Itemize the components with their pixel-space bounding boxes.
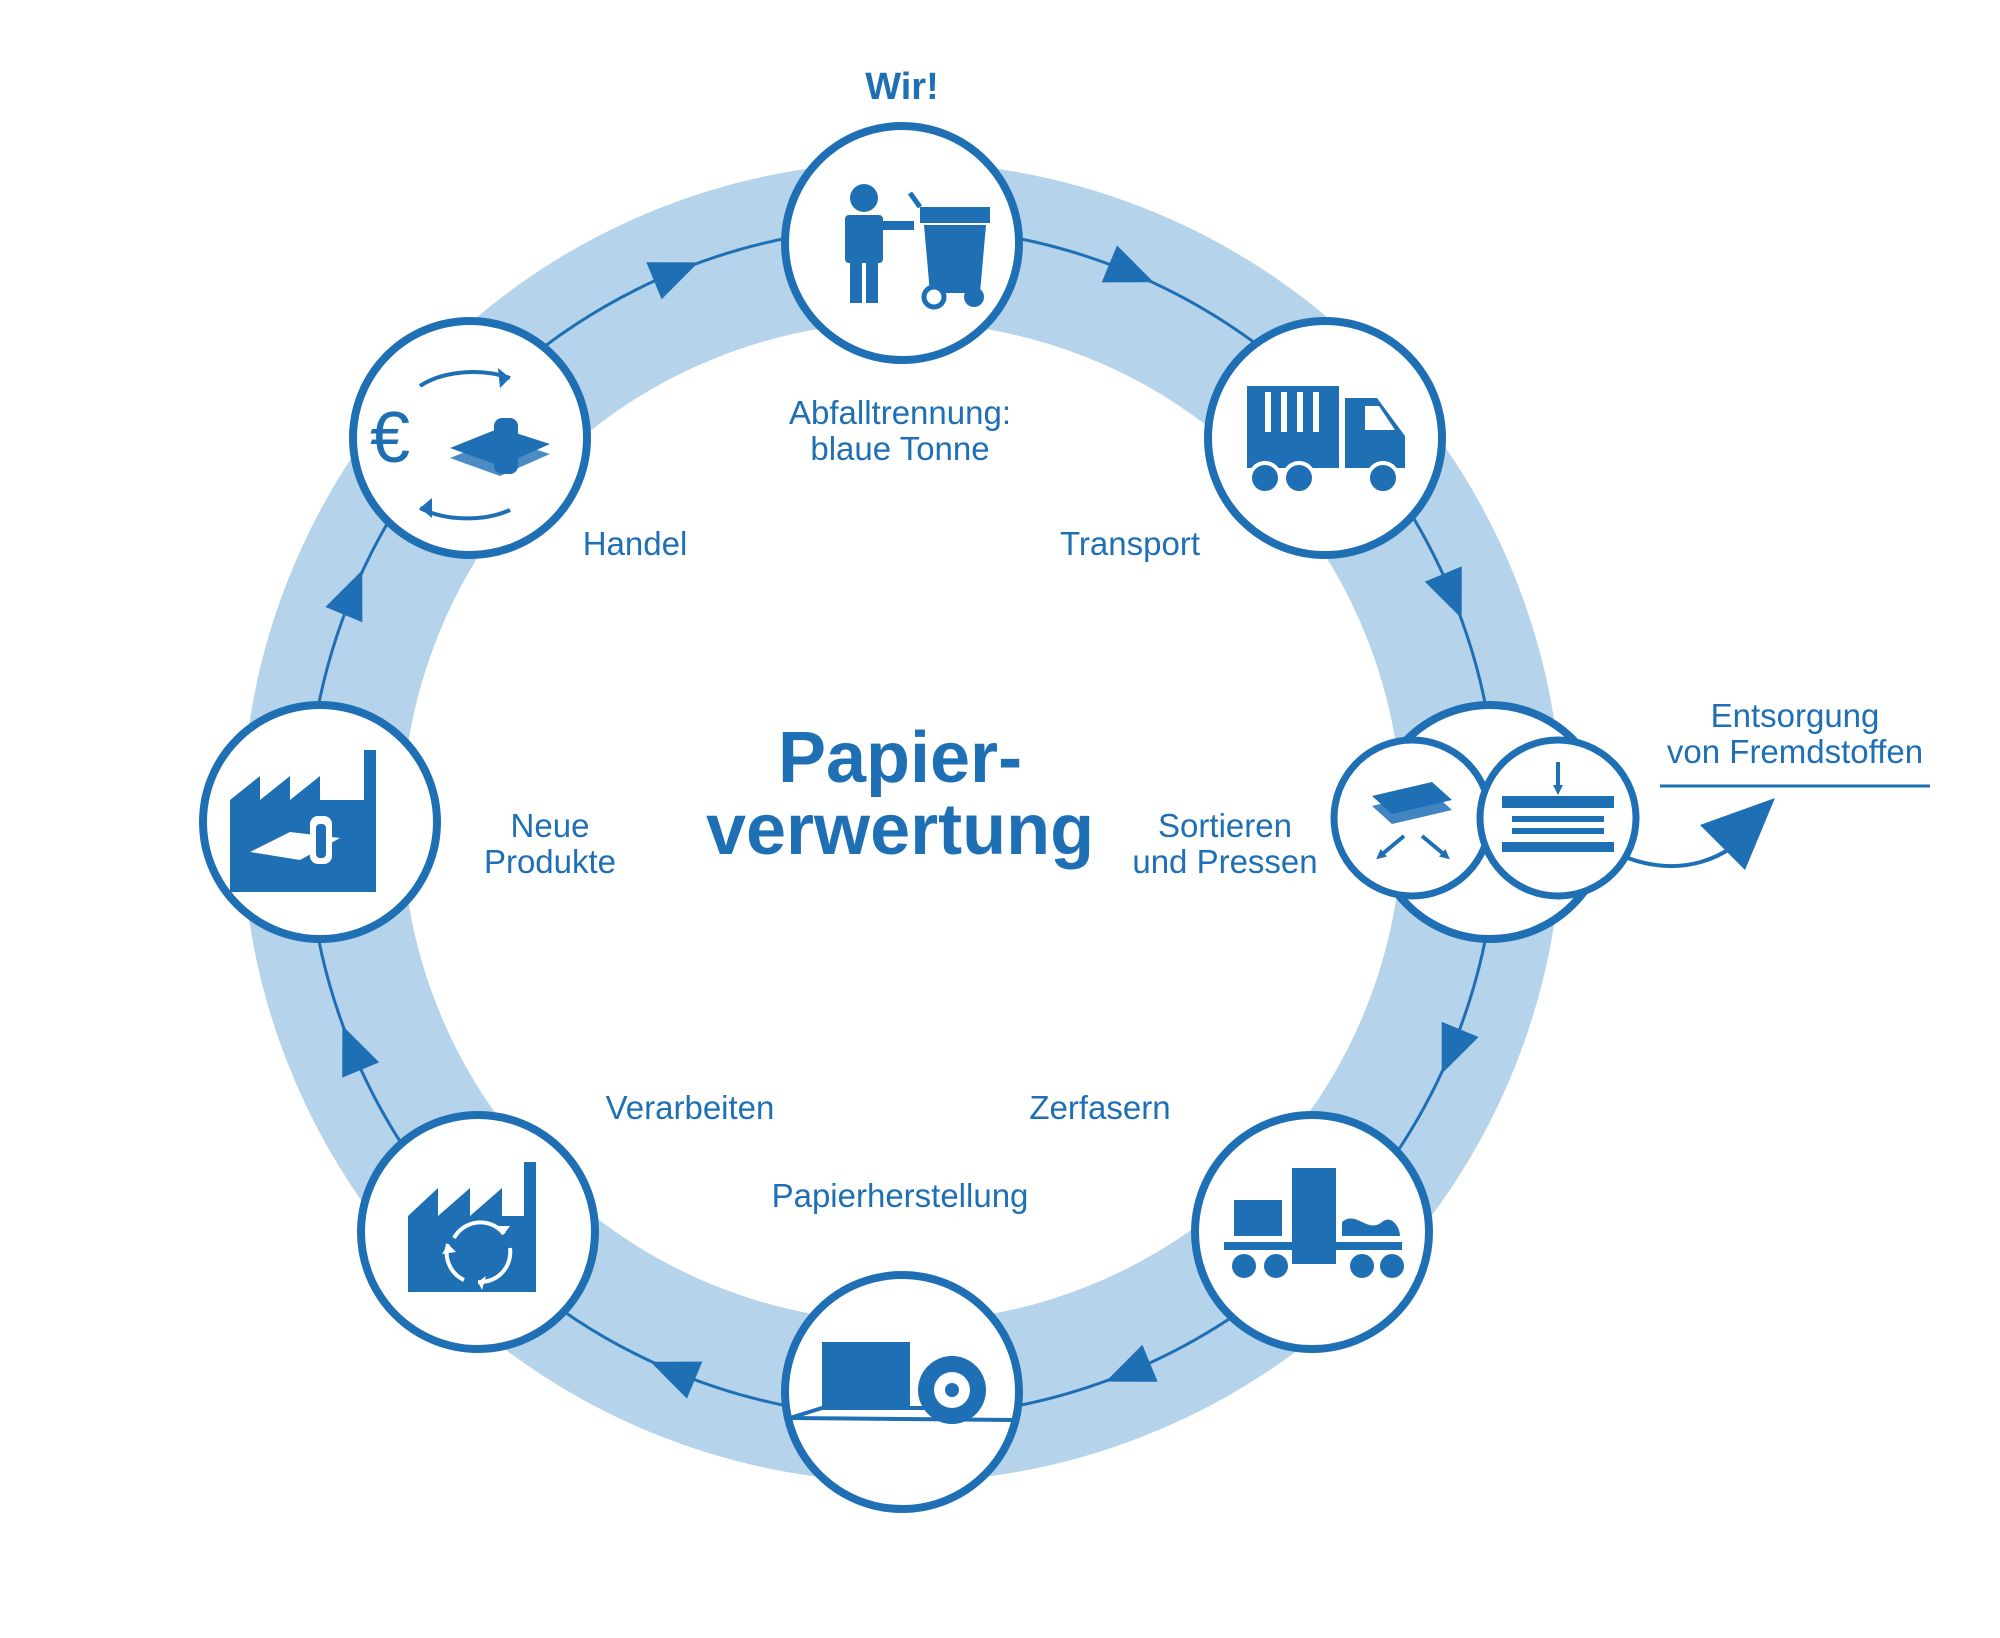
paper-machine-icon [789,1342,1015,1424]
top-label: Wir! [865,66,939,108]
step-node-handel: € [349,317,591,559]
cycle-direction-arrow [1101,245,1154,283]
cycle-direction-arrow [1424,566,1462,619]
step-node-transport [1204,317,1446,559]
recycling-factory-icon [408,1162,536,1292]
step-node-zerfasern [1191,1111,1433,1353]
step-node-abfalltrennung [781,122,1023,364]
step-label-handel: Handel [582,525,688,562]
step-node-neue-produkte [199,701,441,943]
cycle-arrows [325,245,1479,1399]
svg-text:€: € [370,398,410,478]
cycle-direction-arrow [342,1025,380,1078]
person-bin-icon [845,184,990,310]
cycle-direction-arrow [1441,1021,1479,1074]
cycle-direction-arrow [650,1361,703,1399]
cycle-direction-arrow [325,570,363,623]
step-label-zerfasern: Zerfasern [1029,1089,1171,1126]
truck-icon [1247,386,1405,495]
cycle-direction-arrow [1105,1344,1158,1382]
branch-label: Entsorgung von Fremdstoffen [1666,697,1924,770]
sort-press-icon [1372,762,1614,860]
step-label-transport: Transport [1060,525,1200,562]
disposal-arrow [1700,798,1775,870]
step-label-abfalltrennung: Abfalltrennung: blaue Tonne [789,394,1011,467]
step-label-sortieren: Sortieren und Pressen [1132,807,1318,880]
euro-trade-icon: € [370,368,550,521]
step-node-sortieren [1330,701,1640,943]
step-label-neue-produkte: Neue Produkte [483,807,617,880]
product-factory-icon [230,750,376,892]
step-label-verarbeiten: Verarbeiten [605,1089,775,1126]
cycle-direction-arrow [646,262,699,300]
pulping-machine-icon [1224,1168,1404,1278]
step-node-verarbeiten [357,1111,599,1353]
step-label-papierherstellung: Papierherstellung [771,1177,1029,1214]
diagram-title: Papier- verwertung [705,718,1095,870]
step-node-papierherstellung [781,1271,1023,1513]
